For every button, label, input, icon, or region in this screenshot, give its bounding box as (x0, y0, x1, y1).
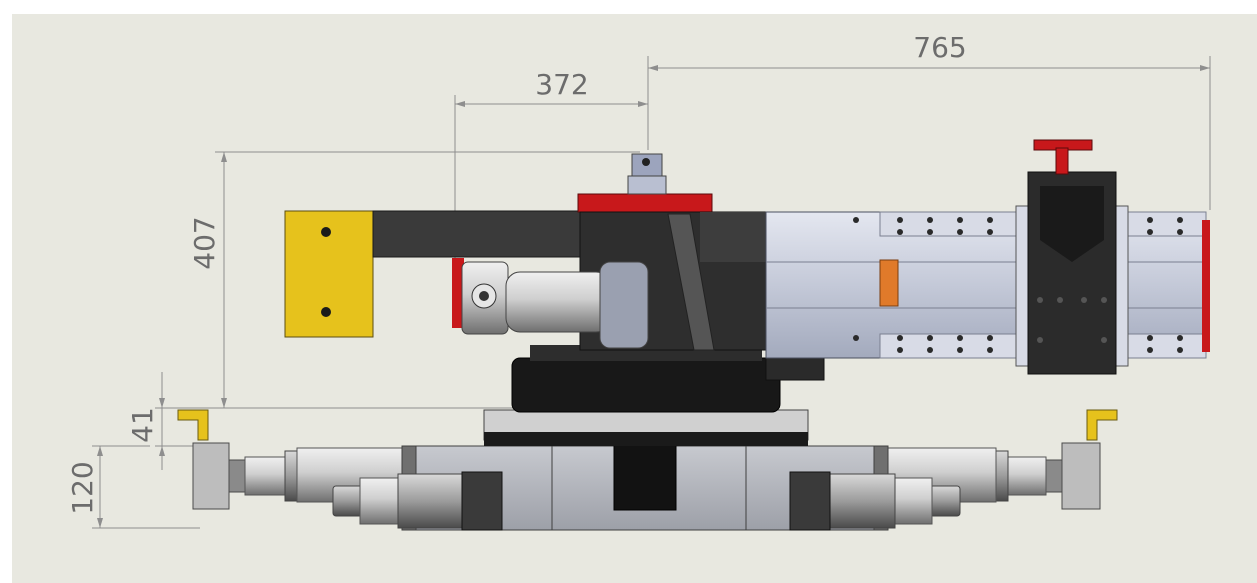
dimension-765-label: 765 (913, 31, 966, 64)
dimension-arrows (97, 65, 1210, 528)
dimension-120-label: 120 (66, 461, 99, 514)
dimension-372-label: 372 (535, 68, 588, 101)
base-clamp-assembly (177, 345, 1118, 531)
dimension-407-label: 407 (188, 216, 221, 269)
upper-head-assembly (284, 139, 1210, 381)
dimension-41-label: 41 (126, 407, 159, 443)
